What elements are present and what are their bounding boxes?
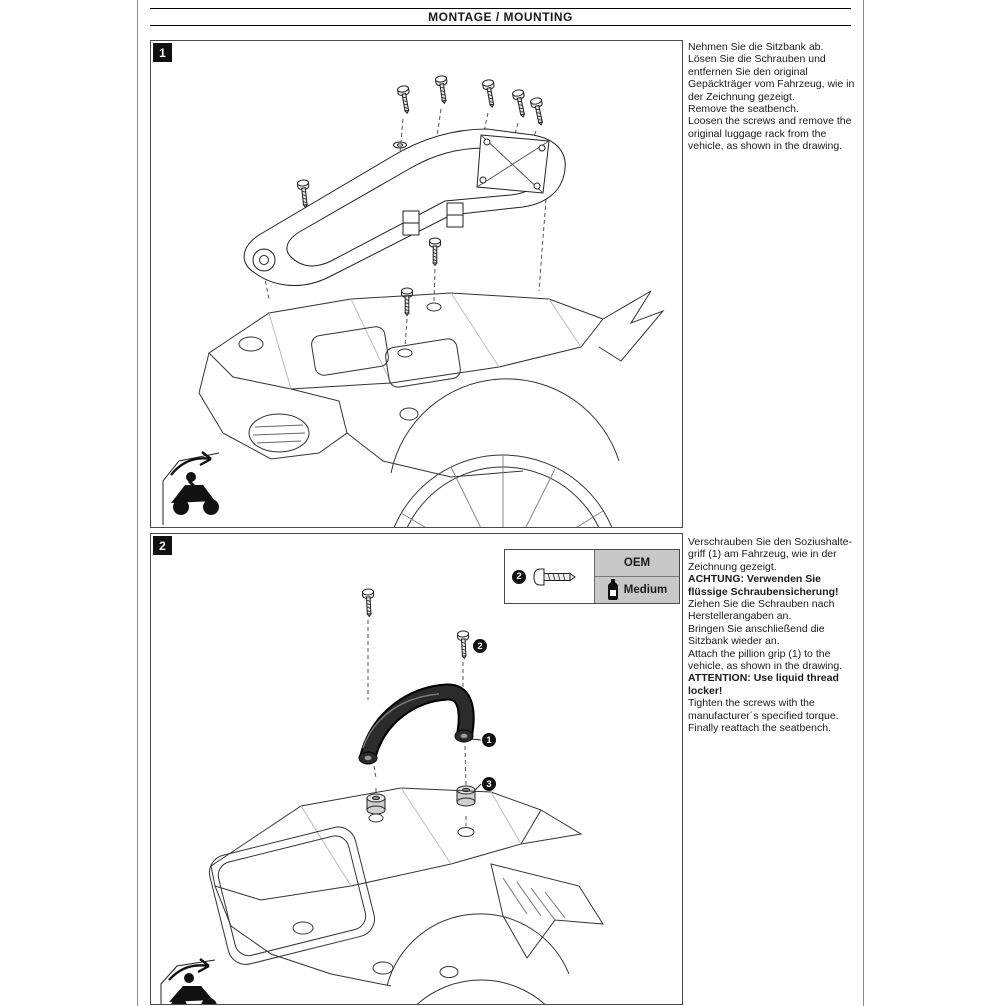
parts-table-item-cell: 2 — [505, 550, 595, 603]
pillion-grip-drawing — [358, 683, 475, 765]
page-title: MONTAGE / MOUNTING — [428, 10, 573, 24]
header-rule-bottom — [150, 25, 851, 26]
grip-screws-group — [361, 588, 471, 660]
step1-de-p2: Lösen Sie die Schrauben und entfernen Si… — [688, 53, 855, 103]
header-rule-top — [150, 8, 851, 9]
step2-de-p3: Bringen Sie anschließend die Sitzbank wi… — [688, 622, 825, 648]
step2-en-warning: ATTENTION: Use liquid thread locker! — [688, 672, 839, 697]
parts-row-oem: OEM — [595, 550, 679, 576]
step2-de-warning: ACHTUNG: Verwenden Sie flüssige Schraube… — [688, 573, 839, 598]
spacer-bushings — [366, 785, 476, 815]
step2-de-p2: Ziehen Sie die Schrauben nach Hersteller… — [688, 598, 835, 623]
step2-number-badge: 2 — [153, 536, 172, 555]
step2-panel: 2 2 OEM Medium — [150, 533, 683, 1005]
luggage-rack-drawing — [243, 128, 566, 287]
callout-leader-lines — [470, 738, 482, 793]
step2-en-p3: Finally reattach the seatbench. — [688, 722, 832, 735]
thread-locker-bottle-icon — [607, 579, 618, 600]
motorcycle-tail-drawing — [198, 290, 665, 527]
callout-screw-2: 2 — [473, 639, 487, 653]
parts-table: 2 OEM Medium — [504, 549, 680, 604]
step1-de-p1: Nehmen Sie die Sitzbank ab. — [688, 41, 824, 53]
part-callout-badge: 2 — [512, 569, 526, 584]
step1-instructions: Nehmen Sie die Sitzbank ab. Lösen Sie di… — [688, 41, 862, 153]
step1-en-p2: Loosen the screws and remove the origina… — [688, 115, 852, 153]
parts-row-medium: Medium — [595, 576, 679, 603]
pan-head-screw-icon — [533, 568, 576, 585]
orientation-motorcycle-icon — [162, 451, 220, 525]
callout-spacer-3: 3 — [482, 777, 496, 791]
medium-label: Medium — [623, 584, 668, 596]
page-border — [137, 0, 864, 1006]
step2-drawing — [160, 588, 604, 1004]
oem-label: OEM — [623, 557, 651, 569]
step2-de-p1: Verschrauben Sie den Soziushalte­griff (… — [688, 536, 853, 573]
motorcycle-tail-drawing — [208, 787, 604, 1004]
step2-en-p2: Tighten the screws with the manufacturer… — [688, 697, 839, 722]
step1-panel: 1 — [150, 40, 683, 528]
step1-number-badge: 1 — [153, 43, 172, 62]
step2-en-p1: Attach the pillion grip (1) to the vehic… — [688, 647, 843, 673]
callout-grip-1: 1 — [482, 733, 496, 747]
orientation-motorcycle-icon — [160, 958, 217, 1004]
step1-en-p1: Remove the seatbench. — [688, 103, 799, 116]
step2-instructions: Verschrauben Sie den Soziushalte­griff (… — [688, 536, 862, 735]
step1-drawing — [162, 74, 665, 527]
parts-table-spec-column: OEM Medium — [595, 550, 679, 603]
